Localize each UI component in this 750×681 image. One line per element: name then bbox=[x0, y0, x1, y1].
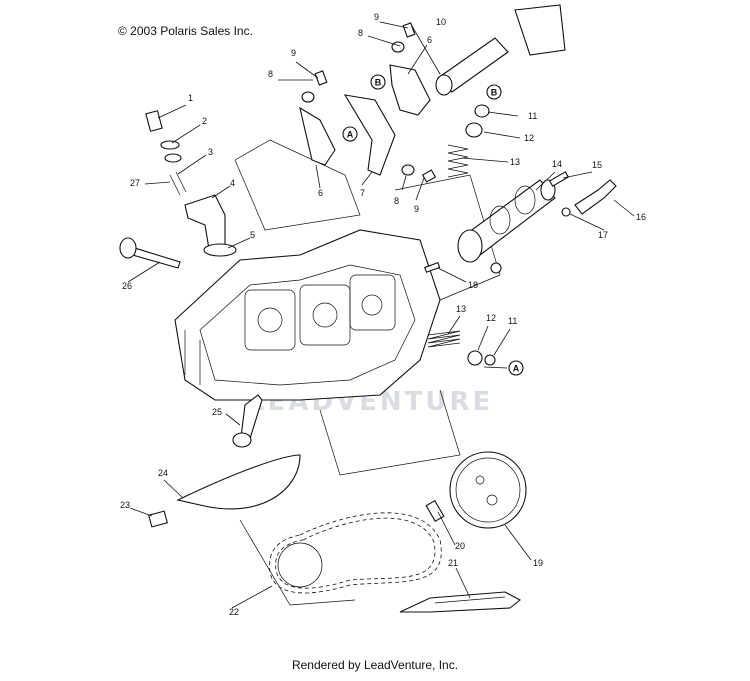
timing-chain-part-22 bbox=[269, 512, 442, 594]
svg-text:B: B bbox=[491, 88, 498, 98]
callout-25: 25 bbox=[212, 407, 222, 417]
callout-numbers: 1 2 3 4 5 6 6 7 8 8 8 9 9 9 10 11 11 12 … bbox=[120, 12, 646, 617]
leader-lines bbox=[127, 21, 635, 609]
tensioner-part-21 bbox=[399, 591, 521, 613]
callout-8b: 8 bbox=[268, 69, 273, 79]
callout-21: 21 bbox=[448, 558, 458, 568]
bolt-part-20 bbox=[425, 499, 445, 523]
callout-12b: 12 bbox=[486, 313, 496, 323]
marker-a-1: A bbox=[347, 130, 354, 140]
callout-15: 15 bbox=[592, 160, 602, 170]
pins-and-bolts bbox=[424, 171, 617, 273]
callout-1: 1 bbox=[188, 93, 193, 103]
footer-text: Rendered by LeadVenture, Inc. bbox=[291, 658, 459, 672]
valve-springs bbox=[427, 144, 469, 348]
svg-text:B: B bbox=[375, 78, 382, 88]
copyright-text: © 2003 Polaris Sales Inc. bbox=[118, 24, 253, 38]
left-side-parts bbox=[119, 110, 263, 448]
rocker-arms bbox=[299, 4, 566, 176]
callout-7: 7 bbox=[360, 188, 365, 198]
callout-2: 2 bbox=[202, 116, 207, 126]
callout-9a: 9 bbox=[374, 12, 379, 22]
callout-9c: 9 bbox=[414, 204, 419, 214]
callout-11a: 11 bbox=[528, 111, 537, 121]
cylinder-head bbox=[174, 229, 441, 401]
callout-6b: 6 bbox=[318, 188, 323, 198]
callout-9b: 9 bbox=[291, 48, 296, 58]
callout-20: 20 bbox=[455, 541, 465, 551]
callout-12a: 12 bbox=[524, 133, 534, 143]
callout-3: 3 bbox=[208, 147, 213, 157]
reference-markers: A A B B bbox=[342, 74, 524, 376]
callout-17: 17 bbox=[598, 230, 608, 240]
camshaft-part-14 bbox=[457, 179, 556, 263]
callout-5: 5 bbox=[250, 230, 255, 240]
callout-6a: 6 bbox=[427, 35, 432, 45]
callout-18: 18 bbox=[468, 280, 478, 290]
tube-part-10 bbox=[435, 37, 509, 96]
callout-27: 27 bbox=[130, 178, 140, 188]
callout-26: 26 bbox=[122, 281, 132, 291]
callout-13b: 13 bbox=[456, 304, 466, 314]
cam-sprocket-part-19 bbox=[449, 451, 527, 529]
callout-16: 16 bbox=[636, 212, 646, 222]
callout-8c: 8 bbox=[394, 196, 399, 206]
chain-guide-part-24 bbox=[148, 454, 301, 528]
callout-10: 10 bbox=[436, 17, 446, 27]
callout-11b: 11 bbox=[508, 316, 517, 326]
callout-24: 24 bbox=[158, 468, 168, 478]
callout-13a: 13 bbox=[510, 157, 520, 167]
callout-4: 4 bbox=[230, 178, 235, 188]
callout-19: 19 bbox=[533, 558, 543, 568]
callout-8a: 8 bbox=[358, 28, 363, 38]
callout-14: 14 bbox=[552, 159, 562, 169]
callout-22: 22 bbox=[229, 607, 239, 617]
hardware-parts bbox=[301, 22, 502, 366]
callout-23: 23 bbox=[120, 500, 130, 510]
marker-a-2: A bbox=[513, 364, 520, 374]
